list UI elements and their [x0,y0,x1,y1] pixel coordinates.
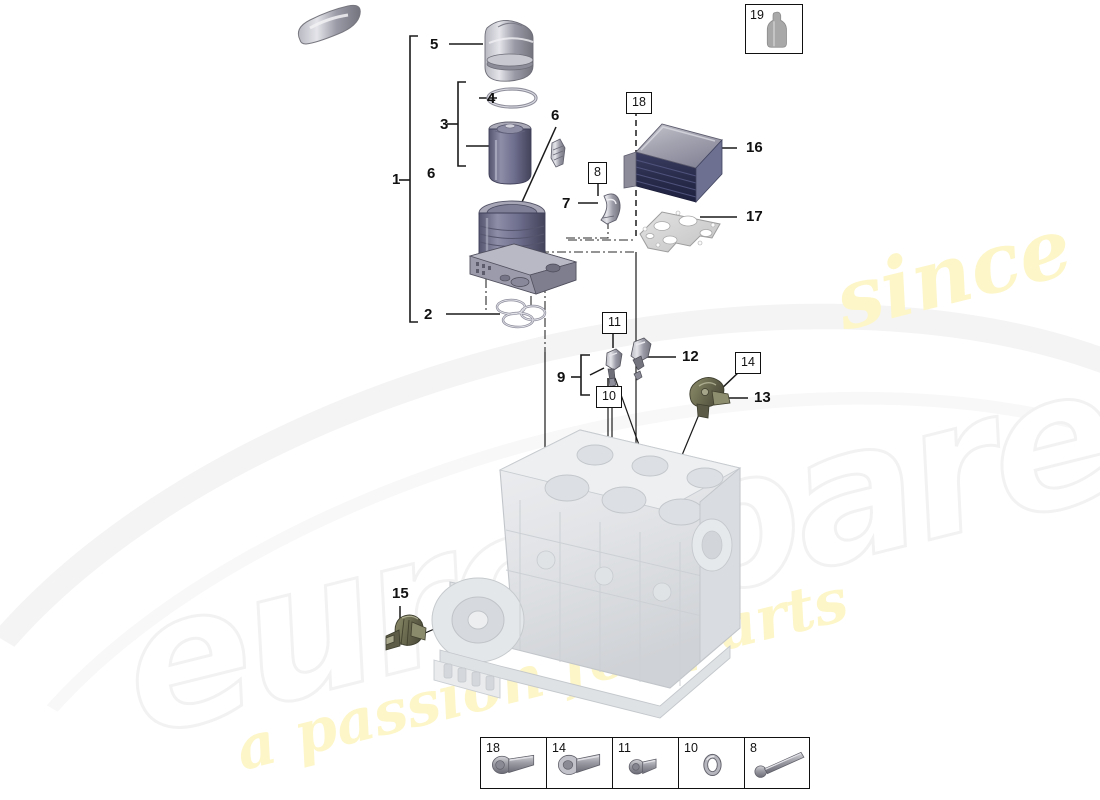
pan-head-bolt-icon [557,753,601,775]
legend-cell-10: 10 [678,737,744,789]
part-6-relief-valve [550,138,566,168]
oil-bottle-number: 19 [750,8,764,22]
callout-9: 9 [557,369,566,386]
part-3-filter-element [488,121,532,185]
part-17-cooler-gasket [639,210,721,253]
legend-cell-11: 11 [612,737,678,789]
callout-6-group: 6 [427,165,436,182]
legend-number-14: 14 [552,741,566,755]
part-5-filter-cap [484,20,534,82]
long-pin-bolt-icon [754,751,805,778]
part-2-seal-set-hilite [496,299,546,328]
part-12-oil-pressure-sensor [630,337,652,381]
callout-box-11: 11 [602,312,627,334]
engine-block [431,429,742,719]
bracket-group-9 [571,354,590,396]
callout-4: 4 [487,90,496,107]
fastener-legend: 18 14 11 [480,737,810,789]
callout-13: 13 [754,389,771,406]
oil-bottle-icon [766,11,787,48]
legend-cell-18: 18 [480,737,546,789]
bracket-group-1 [399,35,418,323]
callout-6-valve: 6 [551,107,560,124]
part-7-retaining-clip [600,193,621,225]
callout-3: 3 [440,116,449,133]
short-socket-bolt-icon [628,758,657,775]
part-9-oil-level-sensor [605,348,623,388]
legend-number-8: 8 [750,741,757,755]
legend-number-18: 18 [486,741,500,755]
callout-box-10: 10 [596,386,622,408]
part-16-oil-cooler [623,123,723,204]
legend-number-10: 10 [684,741,698,755]
part-13-temperature-sensor [689,377,731,419]
callout-5: 5 [430,36,439,53]
callout-1: 1 [392,171,401,188]
oil-bottle-cell: 19 [745,4,803,54]
callout-box-14: 14 [735,352,761,374]
bracket-group-3 [447,81,466,167]
callout-16: 16 [746,139,763,156]
legend-cell-14: 14 [546,737,612,789]
callout-2: 2 [424,306,433,323]
callout-7: 7 [562,195,571,212]
callout-15: 15 [392,585,409,602]
callout-box-18: 18 [626,92,652,114]
callout-17: 17 [746,208,763,225]
part-4-o-ring [486,87,538,109]
legend-number-11: 11 [618,741,631,755]
callout-box-8: 8 [588,162,607,184]
callout-12: 12 [682,348,699,365]
unlabeled-cover-part [297,4,361,45]
legend-cell-8: 8 [744,737,810,789]
part-1-filter-housing [468,200,578,295]
sealing-ring-icon [703,753,722,776]
part-15-crankshaft-sensor [385,614,427,651]
hex-socket-bolt-long-icon [491,754,535,774]
